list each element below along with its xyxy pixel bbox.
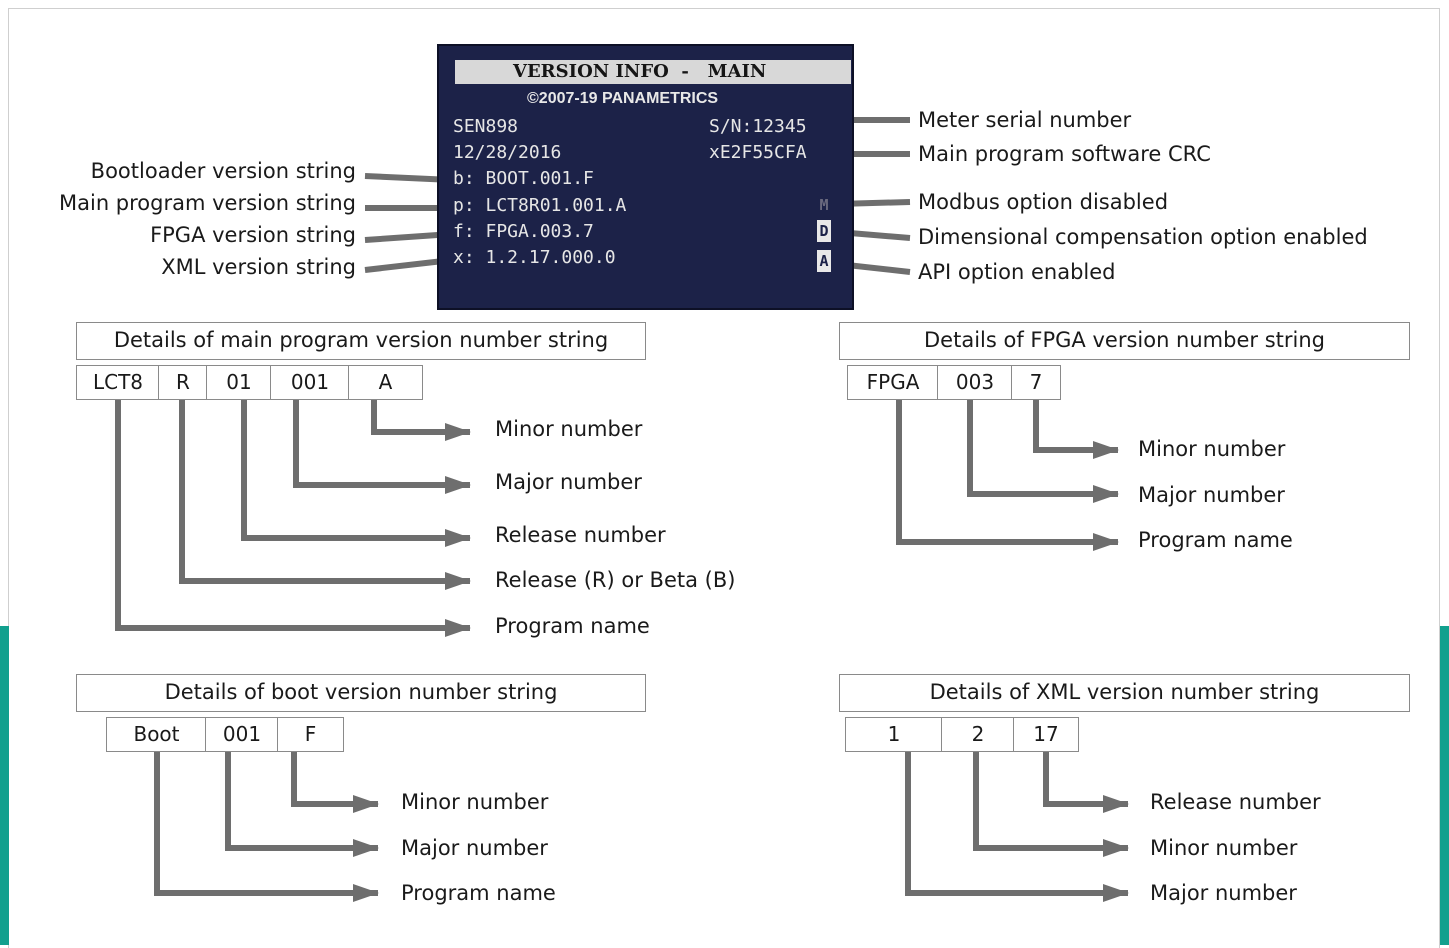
- main-label-release: Release number: [495, 523, 666, 547]
- callout-modbus: Modbus option disabled: [918, 190, 1169, 214]
- main-label-minor: Minor number: [495, 417, 643, 441]
- boot-label-program: Program name: [401, 881, 556, 905]
- callout-crc: Main program software CRC: [918, 142, 1211, 166]
- main-cell-type: R: [158, 365, 208, 400]
- dimensional-option-indicator: D: [817, 220, 831, 242]
- fpga-label-major: Major number: [1138, 483, 1285, 507]
- callout-serial-number: Meter serial number: [918, 108, 1132, 132]
- xml-label-major: Major number: [1150, 881, 1297, 905]
- main-major-connector: [293, 400, 471, 494]
- callout-dimensional: Dimensional compensation option enabled: [918, 225, 1368, 249]
- page-frame: [8, 8, 1440, 948]
- fpga-label-minor: Minor number: [1138, 437, 1286, 461]
- screen-row-left: 12/28/2016: [453, 142, 562, 163]
- main-program-connector: [115, 400, 471, 637]
- screen-row-right: S/N:12345: [709, 116, 807, 137]
- boot-major-connector: [225, 750, 379, 857]
- callout-fpga: FPGA version string: [150, 223, 356, 247]
- screen-row-left: p: LCT8R01.001.A: [453, 195, 627, 216]
- screen-title: VERSION INFO - MAIN: [455, 60, 851, 84]
- fpga-major-connector: [967, 400, 1119, 503]
- callout-main-program: Main program version string: [59, 191, 356, 215]
- xml-major-connector: [905, 750, 1129, 902]
- callout-api: API option enabled: [918, 260, 1116, 284]
- boot-cell-name: Boot: [106, 717, 207, 752]
- fpga-cell-major: 003: [937, 365, 1013, 400]
- right-accent-bar: [1440, 626, 1449, 945]
- fpga-cell-name: FPGA: [847, 365, 939, 400]
- boot-detail-header: Details of boot version number string: [76, 674, 646, 712]
- xml-label-minor: Minor number: [1150, 836, 1298, 860]
- boot-minor-connector: [291, 750, 379, 813]
- screen-row-left: b: BOOT.001.F: [453, 168, 594, 189]
- boot-cell-minor: F: [277, 717, 344, 752]
- main-release-connector: [241, 400, 471, 547]
- screen-row-left: SEN898: [453, 116, 519, 137]
- fpga-cell-minor: 7: [1011, 365, 1061, 400]
- xml-release-connector: [1043, 750, 1129, 813]
- modbus-option-indicator: M: [819, 196, 829, 214]
- main-label-beta: Release (R) or Beta (B): [495, 568, 736, 592]
- main-cell-minor: A: [348, 365, 423, 400]
- xml-cell-major: 1: [845, 717, 943, 752]
- xml-cell-release: 17: [1013, 717, 1079, 752]
- main-cell-major: 001: [270, 365, 350, 400]
- xml-label-release: Release number: [1150, 790, 1321, 814]
- main-label-major: Major number: [495, 470, 642, 494]
- screen-row-left: f: FPGA.003.7: [453, 221, 594, 242]
- boot-label-major: Major number: [401, 836, 548, 860]
- meter-screen: VERSION INFO - MAIN ©2007-19 PANAMETRICS…: [437, 44, 854, 310]
- screen-row-left: x: 1.2.17.000.0: [453, 247, 616, 268]
- main-beta-connector: [179, 400, 471, 590]
- screen-row-right: xE2F55CFA: [709, 142, 807, 163]
- fpga-minor-connector: [1033, 400, 1119, 459]
- main-label-program: Program name: [495, 614, 650, 638]
- xml-cell-minor: 2: [941, 717, 1015, 752]
- xml-minor-connector: [973, 750, 1129, 857]
- fpga-detail-header: Details of FPGA version number string: [839, 322, 1410, 360]
- main-cell-release: 01: [206, 365, 272, 400]
- screen-copyright: ©2007-19 PANAMETRICS: [527, 90, 719, 107]
- main-minor-connector: [371, 400, 471, 441]
- boot-label-minor: Minor number: [401, 790, 549, 814]
- boot-program-connector: [154, 750, 379, 902]
- main-cell-name: LCT8: [76, 365, 160, 400]
- xml-detail-header: Details of XML version number string: [839, 674, 1410, 712]
- boot-cell-major: 001: [205, 717, 279, 752]
- callout-xml: XML version string: [161, 255, 356, 279]
- main-detail-header: Details of main program version number s…: [76, 322, 646, 360]
- callout-bootloader: Bootloader version string: [90, 159, 356, 183]
- fpga-label-program: Program name: [1138, 528, 1293, 552]
- api-option-indicator: A: [817, 250, 831, 272]
- fpga-program-connector: [896, 400, 1119, 551]
- left-accent-bar: [0, 626, 9, 945]
